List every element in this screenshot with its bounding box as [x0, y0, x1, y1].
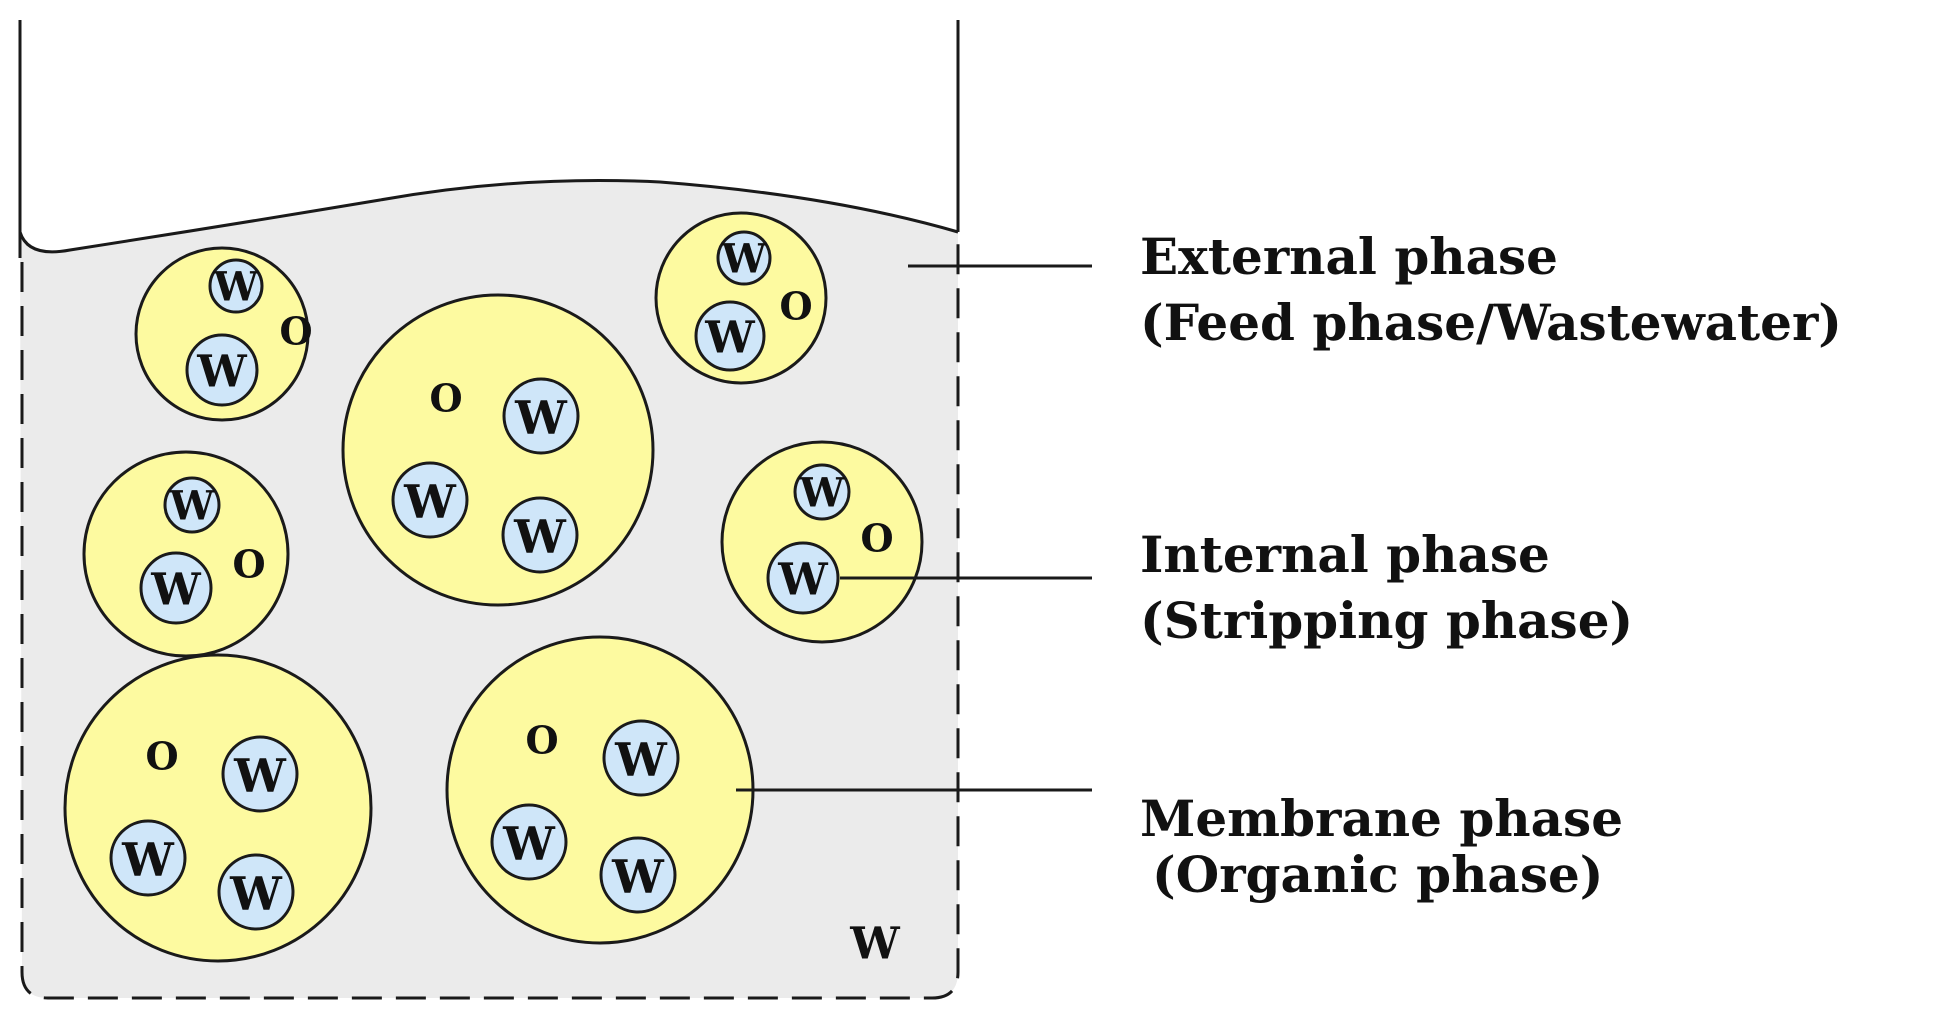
svg-text:W: W — [611, 850, 665, 904]
svg-text:O: O — [779, 284, 812, 329]
svg-text:W: W — [229, 867, 283, 921]
liquid-surface — [18, 178, 959, 254]
svg-text:O: O — [145, 734, 178, 779]
svg-text:W: W — [704, 313, 755, 364]
emulsion-globule: W W O — [720, 440, 924, 644]
svg-text:W: W — [614, 733, 668, 787]
svg-text:W: W — [721, 236, 768, 283]
emulsion-globule: W W O — [82, 450, 290, 658]
svg-text:O: O — [525, 718, 558, 763]
label-membrane-phase-title: Membrane phase — [1140, 789, 1624, 848]
svg-text:W: W — [196, 347, 247, 398]
svg-text:W: W — [514, 391, 568, 445]
svg-text:W: W — [121, 833, 175, 887]
emulsion-globule: O W W W — [63, 653, 373, 963]
label-internal-phase-title: Internal phase — [1140, 525, 1550, 584]
label-membrane-phase-subtitle: (Organic phase) — [1152, 845, 1604, 904]
emulsion-globule: W W O — [134, 246, 313, 422]
svg-text:W: W — [513, 510, 567, 564]
svg-text:W: W — [213, 264, 260, 311]
emulsion-globule: W W O — [654, 211, 828, 385]
svg-text:W: W — [799, 470, 846, 517]
label-external-phase-title: External phase — [1140, 227, 1558, 286]
label-membrane-phase: Membrane phase (Organic phase) — [1140, 794, 1623, 900]
label-external-phase-subtitle: (Feed phase/Wastewater) — [1140, 293, 1842, 352]
emulsion-globule: O W W W — [445, 635, 755, 945]
svg-text:W: W — [169, 483, 216, 530]
svg-text:W: W — [777, 555, 828, 606]
label-internal-phase: Internal phase (Stripping phase) — [1140, 530, 1633, 646]
emulsion-globule: O W W W — [341, 293, 655, 607]
svg-text:W: W — [233, 749, 287, 803]
external-water-marker: W — [849, 919, 900, 970]
svg-text:O: O — [860, 516, 893, 561]
svg-text:W: W — [502, 817, 556, 871]
vessel-wall-dashed — [20, 232, 960, 1000]
label-internal-phase-subtitle: (Stripping phase) — [1140, 591, 1634, 650]
label-external-phase: External phase (Feed phase/Wastewater) — [1140, 232, 1842, 348]
svg-text:W: W — [403, 475, 457, 529]
svg-text:O: O — [279, 309, 312, 354]
svg-text:W: W — [150, 565, 201, 616]
svg-text:O: O — [429, 376, 462, 421]
svg-text:O: O — [232, 542, 265, 587]
